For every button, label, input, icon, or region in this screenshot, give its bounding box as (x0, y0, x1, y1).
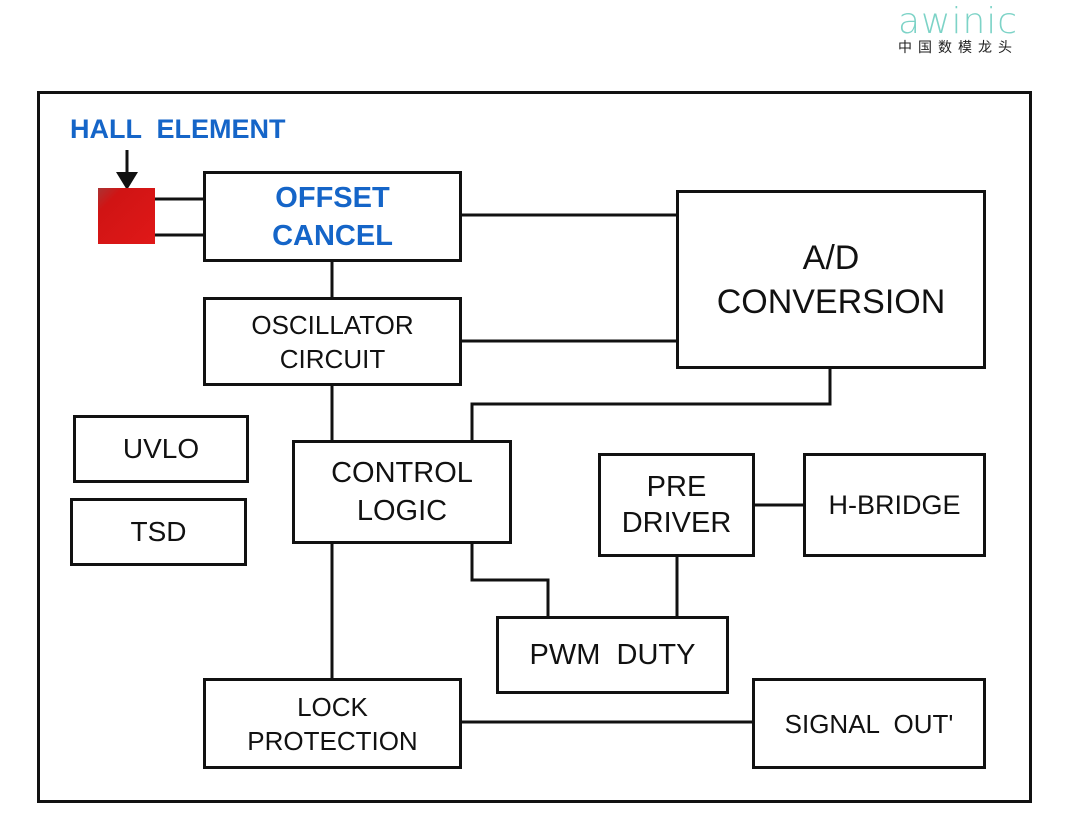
uvlo-label: UVLO (122, 433, 200, 464)
wire-ad-control (470, 368, 832, 441)
tsd-label: TSD (130, 516, 187, 547)
signal-out-block: SIGNAL OUT' (752, 678, 986, 769)
lock-protection-block: LOCK PROTECTION (203, 678, 462, 769)
pre-driver-line-2: DRIVER (621, 507, 732, 539)
ad-conversion-line-2: CONVERSION (716, 282, 946, 321)
oscillator-line-2: CIRCUIT (279, 343, 386, 374)
control-logic-line-2: LOGIC (356, 495, 448, 527)
control-logic-line-1: CONTROL (331, 457, 473, 489)
awinic-logo: awinic 中国数模龙头 (888, 1, 1028, 57)
lock-protection-line-1: LOCK (297, 691, 368, 722)
hall-element-chip (98, 188, 155, 244)
pwm-duty-label: PWM DUTY (529, 639, 696, 671)
control-logic-block: CONTROL LOGIC (292, 440, 512, 544)
pre-driver-line-1: PRE (646, 471, 707, 503)
tsd-block: TSD (70, 498, 247, 566)
lock-protection-line-2: PROTECTION (247, 725, 418, 756)
h-bridge-block: H-BRIDGE (803, 453, 986, 557)
offset-cancel-block: OFFSET CANCEL (203, 171, 462, 262)
pwm-duty-block: PWM DUTY (496, 616, 729, 694)
wire-control-pwm (470, 542, 550, 617)
signal-out-label: SIGNAL OUT' (784, 708, 954, 739)
hall-element-label: HALL ELEMENT (70, 114, 286, 144)
h-bridge-label: H-BRIDGE (828, 490, 961, 520)
logo-wordmark: awinic (897, 1, 1019, 42)
offset-cancel-line-2: CANCEL (272, 219, 393, 252)
ad-conversion-line-1: A/D (802, 238, 860, 277)
pre-driver-block: PRE DRIVER (598, 453, 755, 557)
oscillator-circuit-block: OSCILLATOR CIRCUIT (203, 297, 462, 386)
logo-tagline: 中国数模龙头 (898, 40, 1018, 56)
hall-arrow-head (116, 172, 138, 190)
uvlo-block: UVLO (73, 415, 249, 483)
diagram-frame (37, 91, 1032, 803)
ad-conversion-block: A/D CONVERSION (676, 190, 986, 369)
oscillator-line-1: OSCILLATOR (251, 309, 414, 340)
offset-cancel-line-1: OFFSET (275, 181, 390, 214)
